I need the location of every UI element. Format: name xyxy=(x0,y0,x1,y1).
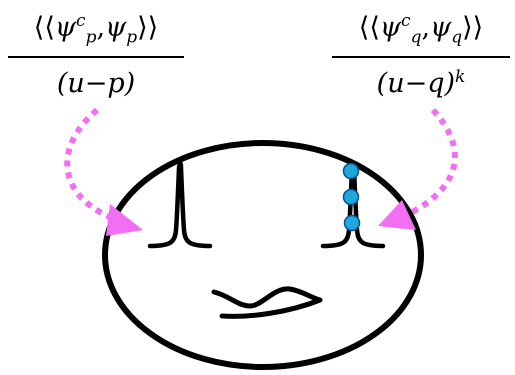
right-arrow-icon xyxy=(402,107,458,219)
formula-right: ⟨⟨ψcq,ψq⟩⟩ (u−q)k xyxy=(332,4,510,101)
left-arrow-icon xyxy=(64,107,119,223)
formula-right-fraction-bar xyxy=(332,56,510,59)
marked-point-1 xyxy=(342,162,360,180)
formula-right-denominator: (u−q)k xyxy=(376,67,466,100)
left-cusp-icon xyxy=(147,161,213,249)
formula-left-numerator: ⟨⟨ψcp,ψp⟩⟩ xyxy=(33,11,159,48)
surface-ellipse xyxy=(102,140,424,370)
marked-point-3 xyxy=(343,214,361,232)
formula-left: ⟨⟨ψcp,ψp⟩⟩ (u−p) xyxy=(8,4,184,101)
formula-left-fraction-bar xyxy=(8,56,184,59)
formula-right-numerator: ⟨⟨ψcq,ψq⟩⟩ xyxy=(358,11,484,48)
formula-left-denominator: (u−p) xyxy=(56,68,136,100)
right-arrowhead-icon xyxy=(378,200,416,230)
left-arrowhead-icon xyxy=(106,204,143,236)
mouth-curve-icon xyxy=(211,286,323,319)
marked-point-2 xyxy=(342,188,360,206)
